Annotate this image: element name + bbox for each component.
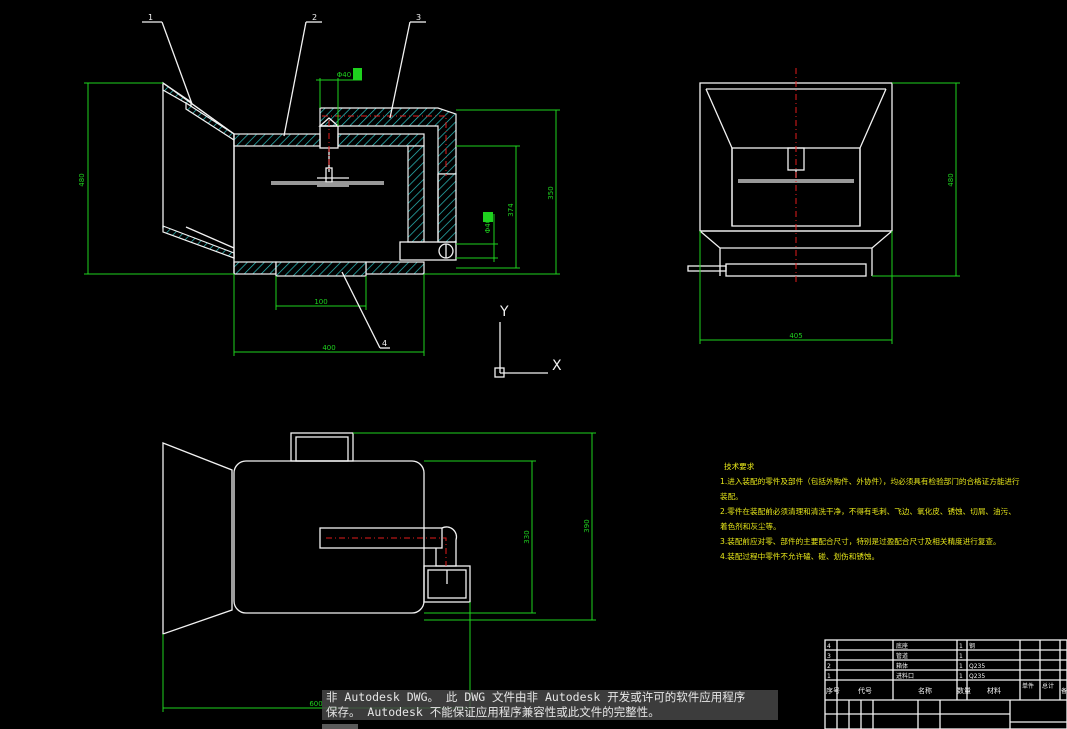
dim-side-width: 405 (789, 332, 802, 340)
tb-row1-no: 4 (827, 643, 831, 650)
technical-requirements: 技术要求 1.进入装配的零件及部件（包括外购件、外协件），均必须具有检验部门的合… (720, 461, 1020, 561)
dim-400: 400 (322, 344, 335, 352)
front-section-view (162, 81, 457, 277)
base-plate (275, 261, 367, 277)
dim-374: 374 (507, 203, 515, 217)
notes-line-4: 着色剂和灰尘等。 (720, 521, 781, 531)
notes-title: 技术要求 (724, 461, 755, 471)
box-bottom-wall-left (233, 261, 277, 275)
tb-row3-mat: Q235 (969, 663, 985, 670)
tb-header-total: 总计 (1042, 682, 1054, 690)
box-bottom-wall-right (365, 261, 425, 275)
tb-row2-no: 3 (827, 653, 831, 660)
part-callouts: 1 2 3 4 (142, 13, 426, 349)
tb-row1-qty: 1 (959, 643, 963, 650)
x-axis-label: X (552, 358, 562, 374)
tb-header-no: 序号 (826, 686, 840, 695)
dim-pipe-diameter-outlet: Φ40 (484, 219, 492, 233)
tb-header-qty: 数量 (957, 686, 971, 695)
box-right-wall (407, 145, 425, 243)
notes-line-5: 3.装配前应对零、部件的主要配合尺寸，特别是过盈配合尺寸及相关精度进行复查。 (720, 536, 1001, 546)
tb-row3-qty: 1 (959, 663, 963, 670)
ucs-icon: Y X (494, 304, 562, 378)
notes-line-3: 2.零件在装配前必须清理和清洗干净，不得有毛刺、飞边、氧化皮、锈蚀、切屑、油污、 (720, 506, 1016, 516)
tb-row1-name: 底座 (896, 642, 908, 650)
top-view (162, 432, 471, 635)
layout-tab-strip[interactable] (322, 724, 358, 729)
box-top-wall-right (337, 133, 425, 147)
tb-row2-name: 管道 (896, 652, 908, 660)
notes-line-1: 1.进入装配的零件及部件（包括外购件、外协件），均必须具有检验部门的合格证方能进… (720, 476, 1020, 486)
dim-600: 600 (309, 700, 322, 708)
dim-350: 350 (547, 186, 555, 199)
box-top-wall-left (233, 133, 321, 147)
tb-header-code: 代号 (858, 686, 872, 695)
tb-row4-mat: Q235 (969, 673, 985, 680)
tb-row2-qty: 1 (959, 653, 963, 660)
tb-header-unit: 单件 (1022, 682, 1034, 690)
pipe-down-leg (437, 173, 457, 243)
tb-row1-mat: 钢 (969, 642, 975, 650)
front-dimensions: 480 Φ40 374 350 Φ40 100 400 (78, 68, 560, 356)
dim-330: 330 (523, 530, 531, 543)
tb-row4-no: 1 (827, 673, 831, 680)
warning-line-2: 保存。 Autodesk 不能保证应用程序兼容性或此文件的完整性。 (326, 705, 660, 719)
callout-4: 4 (382, 339, 387, 348)
inlet-wall-bottom (162, 225, 235, 259)
top-dimensions: 390 330 600 (162, 432, 596, 712)
dim-pipe-diameter-top: Φ40 (337, 71, 351, 79)
callout-3: 3 (416, 13, 421, 22)
dim-100: 100 (314, 298, 327, 306)
tb-row3-no: 2 (827, 663, 831, 670)
y-axis-label: Y (499, 304, 509, 320)
notes-line-6: 4.装配过程中零件不允许磕、碰、划伤和锈蚀。 (720, 551, 879, 561)
tb-header-material: 材料 (987, 686, 1001, 695)
dim-front-height: 480 (78, 173, 86, 186)
callout-2: 2 (312, 13, 317, 22)
tb-header-name: 名称 (918, 686, 932, 695)
tb-row4-qty: 1 (959, 673, 963, 680)
side-view (687, 68, 893, 284)
non-autodesk-dwg-warning: 非 Autodesk DWG。 此 DWG 文件由非 Autodesk 开发或许… (322, 690, 778, 720)
title-block: 4 底座 1 钢 3 管道 1 2 箱体 1 Q235 1 进料口 1 Q235… (824, 639, 1067, 729)
tb-row3-name: 箱体 (896, 662, 908, 670)
callout-1: 1 (148, 13, 153, 22)
dim-side-height: 480 (947, 173, 955, 186)
tb-row4-name: 进料口 (896, 672, 914, 680)
side-dimensions: 480 405 (699, 82, 960, 344)
warning-line-1: 非 Autodesk DWG。 此 DWG 文件由非 Autodesk 开发或许… (326, 690, 746, 704)
tb-header-remark: 备注 (1061, 687, 1067, 695)
notes-line-2: 装配。 (720, 491, 743, 501)
dim-390: 390 (583, 519, 591, 532)
